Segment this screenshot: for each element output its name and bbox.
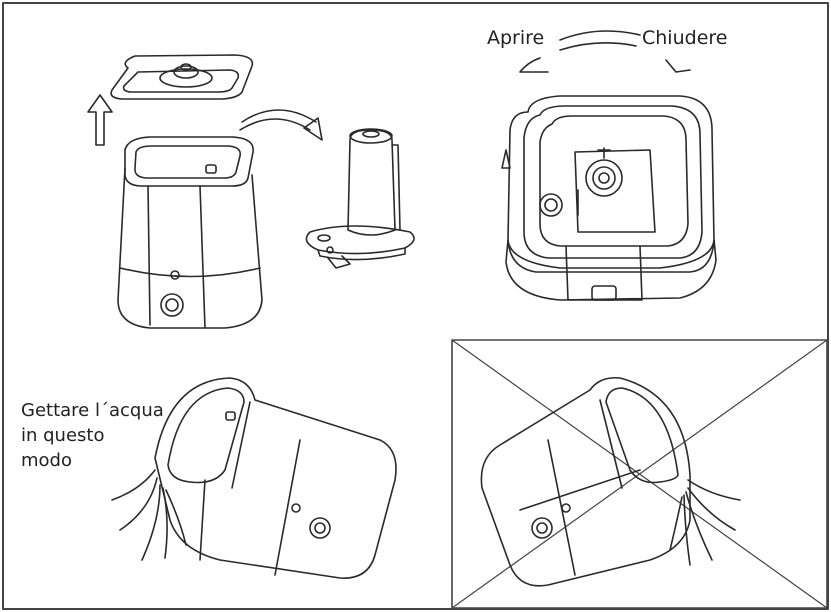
lid-illustration bbox=[110, 54, 254, 100]
pour-instruction-line: Gettare l´acqua bbox=[21, 400, 164, 421]
pour-instruction-line: in questo bbox=[21, 425, 105, 446]
pour-wrong-illustration bbox=[451, 339, 828, 609]
humidifier-body bbox=[117, 136, 263, 329]
curved-arrow-icon bbox=[239, 109, 323, 141]
rotate-arrows-icon bbox=[519, 30, 691, 73]
humidifier-top-view bbox=[501, 95, 717, 301]
up-arrow-icon bbox=[87, 94, 113, 146]
pour-correct-illustration bbox=[111, 377, 397, 579]
water-tube-part bbox=[305, 128, 415, 269]
pour-instruction-line: modo bbox=[21, 450, 72, 471]
pour-instruction: Gettare l´acqua in questo modo bbox=[21, 398, 164, 473]
label-open: Aprire bbox=[487, 27, 545, 49]
label-close: Chiudere bbox=[642, 27, 728, 49]
